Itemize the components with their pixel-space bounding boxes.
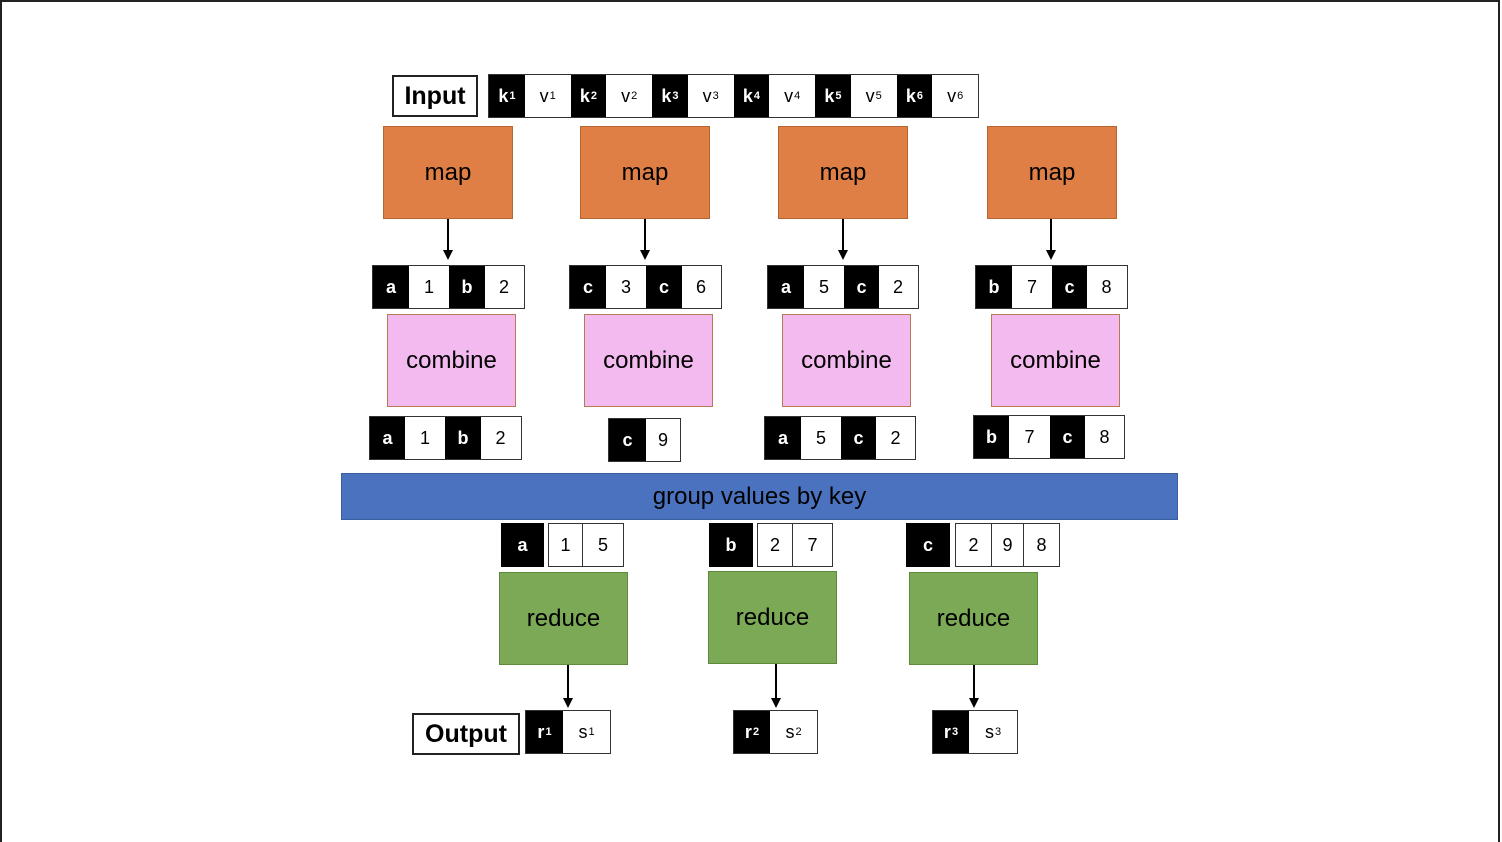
output-label: Output: [412, 713, 520, 755]
map-1-value-2: 2: [485, 266, 523, 308]
combine-3-key-1: a: [765, 417, 801, 459]
map-4-output: b 7 c 8: [975, 265, 1128, 309]
combine-1-key-2: b: [445, 417, 481, 459]
combine-box-3: combine: [782, 314, 911, 407]
combine-4-key-2: c: [1050, 416, 1085, 458]
group-a-value-1: 1: [548, 523, 583, 567]
map-3-key-1: a: [768, 266, 804, 308]
group-c-value-1: 2: [955, 523, 992, 567]
map-3-value-1: 5: [804, 266, 844, 308]
map-1-output: a 1 b 2: [372, 265, 525, 309]
map-3-output: a 5 c 2: [767, 265, 919, 309]
combine-3-value-1: 5: [801, 417, 841, 459]
combine-3-output: a 5 c 2: [764, 416, 916, 460]
map-4-key-2: c: [1052, 266, 1087, 308]
map-4-key-1: b: [976, 266, 1012, 308]
map-box-1: map: [383, 126, 513, 219]
combine-4-output: b 7 c 8: [973, 415, 1125, 459]
reduce-box-3: reduce: [909, 572, 1038, 665]
combine-1-value-2: 2: [481, 417, 520, 459]
map-3-key-2: c: [844, 266, 879, 308]
group-b-key: b: [709, 523, 753, 567]
combine-2-key-1: c: [609, 419, 646, 461]
combine-box-1: combine: [387, 314, 516, 407]
combine-1-key-1: a: [370, 417, 405, 459]
reduce-box-1: reduce: [499, 572, 628, 665]
map-4-value-1: 7: [1012, 266, 1052, 308]
map-1-value-1: 1: [409, 266, 449, 308]
map-2-key-1: c: [570, 266, 606, 308]
group-b-value-2: 7: [792, 523, 833, 567]
map-box-2: map: [580, 126, 710, 219]
map-1-key-1: a: [373, 266, 409, 308]
group-b-value-1: 2: [757, 523, 793, 567]
combine-4-value-1: 7: [1009, 416, 1050, 458]
map-box-4: map: [987, 126, 1117, 219]
map-2-value-2: 6: [682, 266, 720, 308]
group-a-key: a: [501, 523, 544, 567]
combine-2-value-1: 9: [646, 419, 680, 461]
map-box-3: map: [778, 126, 908, 219]
map-2-value-1: 3: [606, 266, 646, 308]
group-c-value-2: 9: [991, 523, 1024, 567]
combine-2-output: c 9: [608, 418, 681, 462]
combine-1-output: a 1 b 2: [369, 416, 522, 460]
map-1-key-2: b: [449, 266, 485, 308]
group-by-key-bar: group values by key: [341, 473, 1178, 520]
group-c-key: c: [906, 523, 950, 567]
combine-4-key-1: b: [974, 416, 1009, 458]
reduce-box-2: reduce: [708, 571, 837, 664]
combine-box-4: combine: [991, 314, 1120, 407]
combine-3-key-2: c: [841, 417, 876, 459]
input-label: Input: [392, 75, 478, 117]
combine-box-2: combine: [584, 314, 713, 407]
combine-1-value-1: 1: [405, 417, 445, 459]
combine-4-value-2: 8: [1085, 416, 1124, 458]
map-2-key-2: c: [646, 266, 682, 308]
combine-3-value-2: 2: [876, 417, 915, 459]
map-3-value-2: 2: [879, 266, 917, 308]
group-c-value-3: 8: [1023, 523, 1060, 567]
map-4-value-2: 8: [1087, 266, 1126, 308]
group-a-value-2: 5: [582, 523, 624, 567]
map-2-output: c 3 c 6: [569, 265, 722, 309]
